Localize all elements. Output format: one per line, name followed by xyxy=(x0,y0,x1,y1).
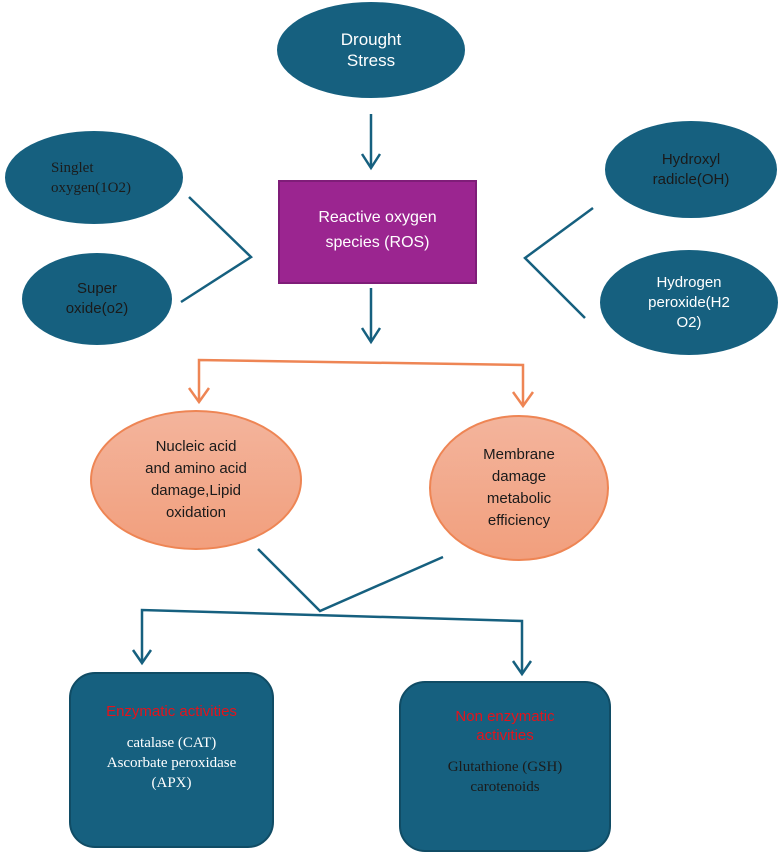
arrowhead-to-non-enzymatic xyxy=(511,660,533,677)
singlet-oxygen-line-2: oxygen(1O2) xyxy=(51,179,131,196)
membrane-line-3: metabolic xyxy=(486,490,552,507)
orange-split-connector xyxy=(197,358,525,404)
non-enzymatic-title-line-1: Non enzymatic xyxy=(455,708,555,725)
nucleic-line-2: and amino acid xyxy=(145,460,247,477)
nucleic-acid-damage-node: Nucleic acid and amino acid damage,Lipid… xyxy=(90,410,302,550)
membrane-line-4: efficiency xyxy=(487,512,551,529)
non-enzymatic-item-2: carotenoids xyxy=(470,779,540,795)
membrane-line-2: damage xyxy=(491,468,547,485)
superoxide-line-1: Super xyxy=(76,280,118,297)
bottom-split-connector xyxy=(140,608,524,672)
arrowhead-to-enzymatic xyxy=(131,649,153,666)
arrowhead-ros-down xyxy=(360,327,382,345)
enzymatic-item-1: catalase (CAT) xyxy=(126,735,217,751)
bracket-right-species xyxy=(523,206,594,319)
hydroxyl-radicle-node: Hydroxyl radicle(OH) xyxy=(605,121,777,218)
arrowhead-drought-to-ros xyxy=(360,153,382,171)
ros-line-1: Reactive oxygen xyxy=(318,209,437,226)
orange-arrowhead-left xyxy=(187,387,211,405)
nucleic-line-1: Nucleic acid xyxy=(155,438,237,455)
orange-arrowhead-right xyxy=(511,391,535,409)
membrane-line-1: Membrane xyxy=(483,446,555,463)
hydroxyl-line-1: Hydroxyl xyxy=(661,150,721,168)
superoxide-line-2: oxide(o2) xyxy=(65,300,129,317)
singlet-oxygen-node: Singlet oxygen(1O2) xyxy=(5,131,183,224)
hydrogen-peroxide-line-3: O2) xyxy=(676,313,702,331)
hydrogen-peroxide-node: Hydrogen peroxide(H2 O2) xyxy=(600,250,778,355)
ros-line-2: species (ROS) xyxy=(325,234,430,251)
enzymatic-item-2: Ascorbate peroxidase xyxy=(106,755,237,771)
enzymatic-item-3: (APX) xyxy=(151,775,192,791)
singlet-oxygen-line-1: Singlet xyxy=(51,159,94,176)
hydroxyl-line-2: radicle(OH) xyxy=(652,170,730,188)
non-enzymatic-activities-box: Non enzymatic activities Glutathione (GS… xyxy=(399,681,611,852)
non-enzymatic-title-line-2: activities xyxy=(476,727,534,744)
nucleic-line-3: damage,Lipid xyxy=(150,482,242,499)
non-enzymatic-item-1: Glutathione (GSH) xyxy=(447,759,563,775)
drought-stress-line-1: Drought xyxy=(340,30,402,49)
superoxide-node: Super oxide(o2) xyxy=(22,253,172,345)
hydrogen-peroxide-line-2: peroxide(H2 xyxy=(648,293,730,311)
enzymatic-title: Enzymatic activities xyxy=(106,703,237,720)
ros-node: Reactive oxygen species (ROS) xyxy=(278,180,477,284)
membrane-damage-node: Membrane damage metabolic efficiency xyxy=(429,415,609,561)
drought-stress-line-2: Stress xyxy=(346,51,396,70)
enzymatic-activities-box: Enzymatic activities catalase (CAT) Asco… xyxy=(69,672,274,848)
merge-connector xyxy=(257,548,444,613)
nucleic-line-4: oxidation xyxy=(165,504,227,521)
bracket-left-species xyxy=(180,196,254,304)
drought-stress-node: Drought Stress xyxy=(277,2,465,98)
hydrogen-peroxide-line-1: Hydrogen xyxy=(656,273,722,291)
